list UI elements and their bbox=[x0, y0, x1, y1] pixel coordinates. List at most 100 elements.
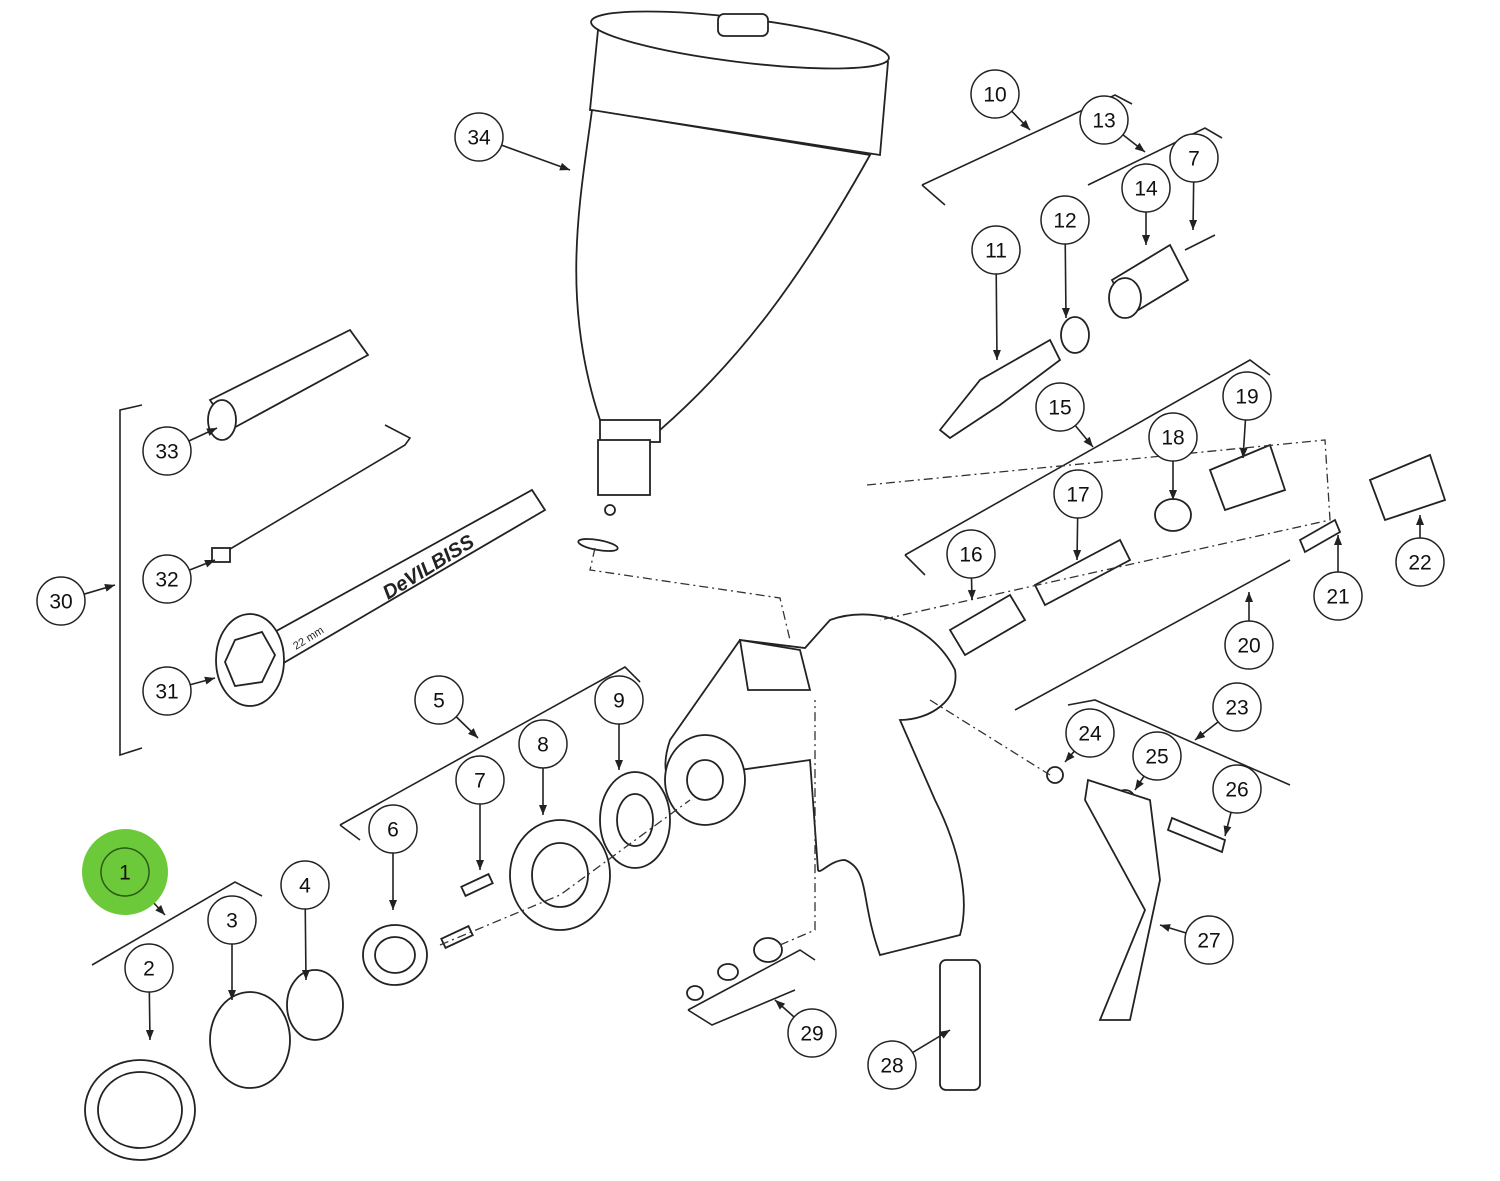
callout-17[interactable]: 17 bbox=[1053, 469, 1103, 519]
group-brackets bbox=[91, 94, 1291, 1026]
callout-circle bbox=[1148, 412, 1198, 462]
callout-24[interactable]: 24 bbox=[1065, 708, 1115, 758]
callout-circle bbox=[455, 755, 505, 805]
callout-number: 22 bbox=[1408, 552, 1431, 575]
callout-number: 14 bbox=[1134, 178, 1158, 201]
callout-number: 21 bbox=[1326, 586, 1349, 609]
callout-7[interactable]: 7 bbox=[1169, 133, 1219, 183]
callout-32[interactable]: 32 bbox=[142, 554, 192, 604]
arrowhead-icon bbox=[1245, 592, 1253, 602]
arrowhead-icon bbox=[468, 728, 478, 738]
arrowhead-icon bbox=[1223, 825, 1232, 836]
callout-11[interactable]: 11 bbox=[971, 225, 1021, 275]
callout-number: 19 bbox=[1235, 386, 1258, 409]
callout-circle bbox=[1121, 163, 1171, 213]
arrowhead-icon bbox=[539, 805, 547, 815]
callout-number: 13 bbox=[1092, 110, 1115, 133]
arrowhead-icon bbox=[1073, 549, 1082, 560]
arrowhead-icon bbox=[1135, 779, 1144, 790]
callout-4[interactable]: 4 bbox=[280, 860, 330, 910]
arrowhead-icon bbox=[1142, 235, 1150, 245]
callout-circle bbox=[1222, 371, 1272, 421]
callout-circle bbox=[1079, 95, 1129, 145]
callout-12[interactable]: 12 bbox=[1040, 195, 1090, 245]
nozzle-parts bbox=[84, 771, 671, 1161]
gun-body bbox=[664, 613, 981, 1091]
arrowhead-icon bbox=[967, 589, 976, 600]
arrowhead-icon bbox=[1134, 142, 1145, 152]
alignment-lines bbox=[439, 439, 1331, 946]
callout-2[interactable]: 2 bbox=[124, 943, 174, 993]
callout-20[interactable]: 20 bbox=[1224, 620, 1274, 670]
callout-23[interactable]: 23 bbox=[1212, 682, 1262, 732]
callout-circle bbox=[142, 554, 192, 604]
leader-line bbox=[501, 144, 571, 171]
arrowhead-icon bbox=[1083, 436, 1093, 447]
callout-circle bbox=[1184, 915, 1234, 965]
callout-16[interactable]: 16 bbox=[946, 529, 996, 579]
arrowhead-icon bbox=[204, 676, 215, 685]
callout-number: 7 bbox=[1188, 148, 1200, 171]
callout-circle bbox=[1212, 764, 1262, 814]
arrowhead-icon bbox=[104, 584, 115, 592]
callout-29[interactable]: 29 bbox=[787, 1008, 837, 1058]
arrowhead-icon bbox=[204, 559, 215, 568]
arrowhead-icon bbox=[615, 760, 623, 770]
callout-15[interactable]: 15 bbox=[1035, 382, 1085, 432]
callout-21[interactable]: 21 bbox=[1313, 571, 1363, 621]
callout-number: 6 bbox=[387, 819, 399, 842]
callout-6[interactable]: 6 bbox=[368, 804, 418, 854]
callout-circle bbox=[518, 719, 568, 769]
callout-34[interactable]: 34 bbox=[454, 112, 504, 162]
callout-5[interactable]: 5 bbox=[414, 675, 464, 725]
callout-1-highlighted[interactable]: 1 bbox=[82, 829, 168, 915]
callout-number: 1 bbox=[119, 862, 131, 885]
callout-number: 5 bbox=[433, 690, 445, 713]
callout-7[interactable]: 7 bbox=[455, 755, 505, 805]
callout-circle bbox=[142, 666, 192, 716]
callout-30[interactable]: 30 bbox=[36, 576, 86, 626]
callout-8[interactable]: 8 bbox=[518, 719, 568, 769]
callout-13[interactable]: 13 bbox=[1079, 95, 1129, 145]
callout-number: 34 bbox=[467, 127, 491, 150]
callout-number: 9 bbox=[613, 690, 625, 713]
callout-28[interactable]: 28 bbox=[867, 1040, 917, 1090]
callout-circle bbox=[970, 69, 1020, 119]
callout-number: 12 bbox=[1053, 210, 1076, 233]
callout-27[interactable]: 27 bbox=[1184, 915, 1234, 965]
callout-14[interactable]: 14 bbox=[1121, 163, 1171, 213]
callout-circle bbox=[787, 1008, 837, 1058]
callout-circle bbox=[1313, 571, 1363, 621]
callout-number: 3 bbox=[226, 910, 238, 933]
callout-number: 31 bbox=[155, 681, 178, 704]
callout-number: 10 bbox=[983, 84, 1006, 107]
arrowhead-icon bbox=[301, 969, 310, 980]
callout-number: 29 bbox=[800, 1023, 823, 1046]
callout-22[interactable]: 22 bbox=[1395, 537, 1445, 587]
callout-25[interactable]: 25 bbox=[1132, 731, 1182, 781]
callout-circle bbox=[207, 895, 257, 945]
callout-circle bbox=[142, 426, 192, 476]
callout-9[interactable]: 9 bbox=[594, 675, 644, 725]
callout-number: 28 bbox=[880, 1055, 903, 1078]
callout-circle bbox=[1053, 469, 1103, 519]
callout-circle bbox=[1040, 195, 1090, 245]
callout-number: 16 bbox=[959, 544, 982, 567]
callout-18[interactable]: 18 bbox=[1148, 412, 1198, 462]
callout-number: 24 bbox=[1078, 723, 1102, 746]
callout-26[interactable]: 26 bbox=[1212, 764, 1262, 814]
callout-31[interactable]: 31 bbox=[142, 666, 192, 716]
arrowhead-icon bbox=[1160, 924, 1171, 932]
arrowhead-icon bbox=[939, 1030, 950, 1039]
callout-circle bbox=[124, 943, 174, 993]
arrowhead-icon bbox=[1020, 120, 1030, 130]
arrowhead-icon bbox=[1189, 219, 1198, 230]
callout-10[interactable]: 10 bbox=[970, 69, 1020, 119]
callout-33[interactable]: 33 bbox=[142, 426, 192, 476]
callout-circle bbox=[1395, 537, 1445, 587]
arrowhead-icon bbox=[476, 860, 484, 870]
callout-circle bbox=[414, 675, 464, 725]
callout-3[interactable]: 3 bbox=[207, 895, 257, 945]
callout-number: 7 bbox=[474, 770, 486, 793]
callout-19[interactable]: 19 bbox=[1222, 371, 1272, 421]
